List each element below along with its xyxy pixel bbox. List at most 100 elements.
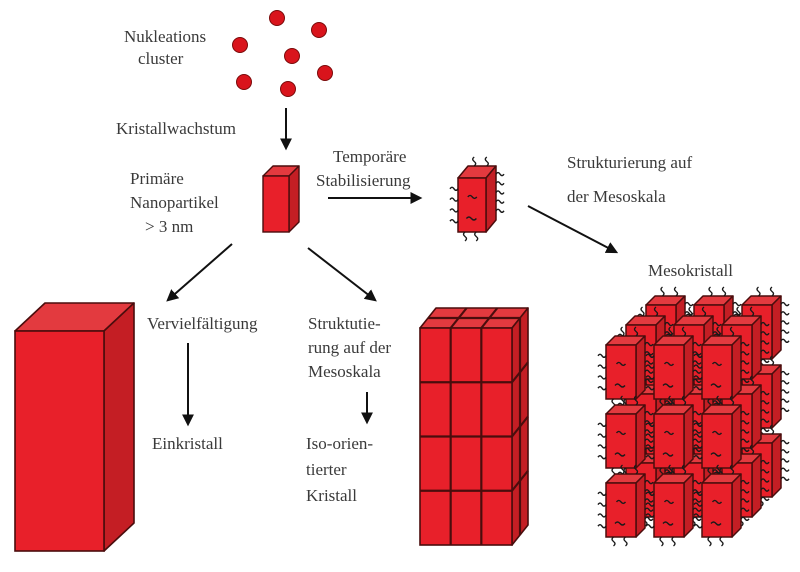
ligand-squiggle [780,439,790,445]
ligand-squiggle [760,409,770,414]
ligand-squiggle [467,194,478,200]
ligand-squiggle [620,326,625,337]
ligand-squiggle [663,361,675,367]
ligand-squiggle [760,427,770,433]
ligand-squiggle [684,301,694,307]
box-side-face [771,364,782,429]
box-side-face [771,295,782,360]
ligand-squiggle [449,186,459,191]
ligand-squiggle [662,452,674,457]
ligand-squiggle [644,341,654,347]
ligand-squiggle [615,361,627,367]
ligand-squiggle [740,479,750,485]
ligand-squiggle [645,502,655,507]
mesocrystal-nanoparticle [693,395,750,478]
ligand-squiggle [740,438,750,443]
mesocrystal [597,286,790,547]
ligand-squiggle [692,429,702,434]
ligand-squiggle [736,306,741,317]
ligand-squiggle [780,380,790,385]
ligand-squiggle [711,361,723,367]
mesocrystal-nanoparticle [597,464,654,547]
label-multiplication: Vervielfältigung [147,314,258,333]
ligand-squiggle [760,358,770,364]
ligand-squiggle [780,449,790,454]
ligand-squiggle [597,433,607,438]
ligand-squiggle [659,536,664,547]
mesocrystal-nanoparticle [645,464,702,547]
label-iso-line1: Iso-orien- [306,434,374,453]
mesocrystal-nanoparticle [645,326,702,409]
box-side-face [731,404,742,469]
process-arrows [166,108,619,427]
ligand-squiggle [644,438,654,443]
ligand-squiggle [495,181,505,186]
ligand-squiggle [760,321,770,327]
ligand-squiggle [780,476,790,482]
ligand-squiggle [645,524,655,529]
label-stabilization-line2: Stabilisierung [316,171,411,190]
arrow-to-mesocrystal [527,205,619,254]
ligand-squiggle [740,420,750,425]
ligand-squiggle [692,420,702,425]
ligand-squiggle [597,455,607,460]
ligand-squiggle [716,395,721,406]
ligand-squiggle [693,513,703,518]
box-front-face [262,175,290,233]
box-side-face [635,473,646,538]
ligand-squiggle [668,395,673,406]
ligand-squiggle [644,429,654,434]
ligand-squiggle [644,420,654,425]
box-side-face [683,335,694,400]
ligand-squiggle [597,502,607,507]
ligand-squiggle [620,395,625,406]
label-primary-line1: Primäre [130,169,184,188]
ligand-squiggle [729,395,735,406]
ligand-squiggle [708,286,713,297]
ligand-squiggle [760,459,770,465]
ligand-squiggle [671,536,676,547]
ligand-squiggle [495,199,505,204]
ligand-squiggle [681,395,687,406]
iso-oriented-crystal [419,307,529,546]
ligand-squiggle [780,311,790,316]
ligand-squiggle [692,360,702,365]
label-iso-line2: tierter [306,460,347,479]
ligand-squiggle [633,395,639,406]
ligand-squiggle [597,524,607,529]
ligand-squiggle [711,430,723,436]
box-side-face [103,302,135,552]
ligand-squiggle [645,491,655,496]
label-mesoscale-mid-line1: Struktutie- [308,314,381,333]
ligand-squiggle [693,353,703,358]
mesocrystal-nanoparticle [693,326,750,409]
box-front-face [701,344,733,400]
label-stabilization-line1: Temporäre [333,147,407,166]
box-side-face [771,433,782,498]
box-side-face [683,404,694,469]
ligand-squiggle [644,410,654,416]
ligand-squiggle [653,306,659,317]
nucleation-dot [317,65,333,81]
ligand-squiggle [495,190,505,195]
ligand-squiggle [662,521,674,526]
box-front-face [605,413,637,469]
ligand-squiggle [597,513,607,518]
nucleation-dot [232,37,248,53]
ligand-squiggle [711,499,723,505]
ligand-squiggle [462,231,468,242]
crystal-shapes [14,156,790,552]
ligand-squiggle [760,496,770,502]
ligand-squiggle [769,355,775,366]
ligand-squiggle [615,499,627,505]
ligand-squiggle [614,452,626,457]
ligand-squiggle [681,464,687,475]
single-crystal-block [14,302,135,552]
ligand-squiggle [644,360,654,365]
ligand-squiggle [614,521,626,526]
ligand-squiggle [644,369,654,374]
ligand-squiggle [693,524,703,529]
box-side-face [288,165,300,233]
